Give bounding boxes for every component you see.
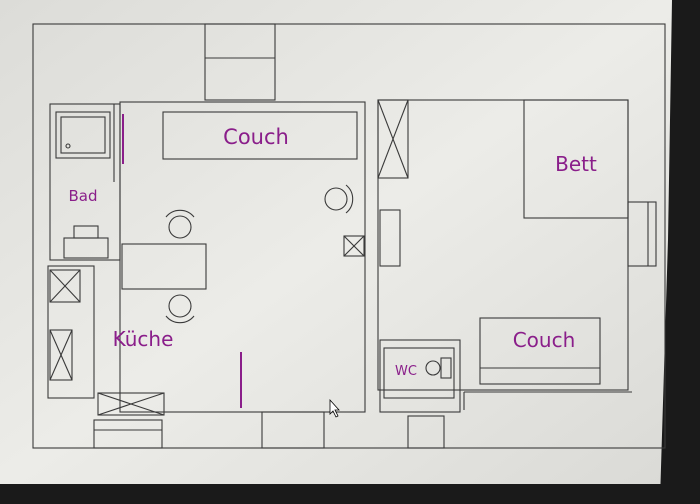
bed-shape — [523, 99, 629, 219]
lamp — [324, 187, 348, 211]
wc-inner — [383, 347, 455, 399]
stove — [49, 269, 81, 303]
couch-living-shape — [162, 111, 358, 160]
bottom-step-2 — [261, 411, 325, 449]
stove-cross-2 — [49, 269, 81, 303]
couch-bedroom-shape — [479, 317, 601, 385]
bett-label: Bett — [555, 152, 597, 176]
dining-table — [121, 243, 207, 290]
cabinet-left-cross-2 — [49, 329, 73, 381]
bottom-step-1 — [93, 419, 163, 449]
paper-area — [0, 0, 672, 484]
wall-box-cross-2 — [343, 235, 365, 257]
living-room-walls — [119, 101, 366, 413]
bad-label: Bad — [68, 187, 97, 205]
kitchen-cabinet-left — [49, 329, 73, 381]
wall-box-right — [343, 235, 365, 257]
sink-basin — [73, 225, 99, 239]
chair-bottom — [168, 294, 192, 318]
cabinet-bottom-cross-2 — [97, 392, 165, 416]
toilet-tank — [440, 357, 452, 379]
kitchen-cabinet-bottom — [97, 392, 165, 416]
shower-drain — [65, 143, 71, 149]
shower-inner — [60, 116, 106, 154]
top-entry-box — [204, 23, 276, 101]
lamp-arc — [345, 184, 354, 214]
chair-top — [168, 215, 192, 239]
shower-outer — [55, 111, 111, 159]
bottom-step-3 — [407, 415, 445, 449]
bedroom-wall-box — [379, 209, 401, 267]
window-right-outer — [627, 201, 657, 267]
bedroom-cabinet — [377, 99, 409, 179]
toilet-bowl — [425, 360, 441, 376]
bedroom-cabinet-cross-2 — [377, 99, 409, 179]
screen-bezel-bottom — [0, 484, 700, 500]
mouse-cursor-icon — [329, 398, 340, 418]
couch-living-label: Couch — [223, 125, 289, 149]
outer-boundary — [32, 23, 666, 449]
couch-bedroom-label: Couch — [513, 328, 576, 352]
wc-label: WC — [395, 364, 417, 379]
chair-bottom-arc — [165, 315, 195, 324]
kitchen-walls — [47, 265, 95, 399]
screen-bezel-right — [660, 0, 700, 500]
wc-walls — [379, 339, 461, 413]
chair-top-arc — [165, 209, 195, 218]
kueche-label: Küche — [113, 327, 174, 351]
